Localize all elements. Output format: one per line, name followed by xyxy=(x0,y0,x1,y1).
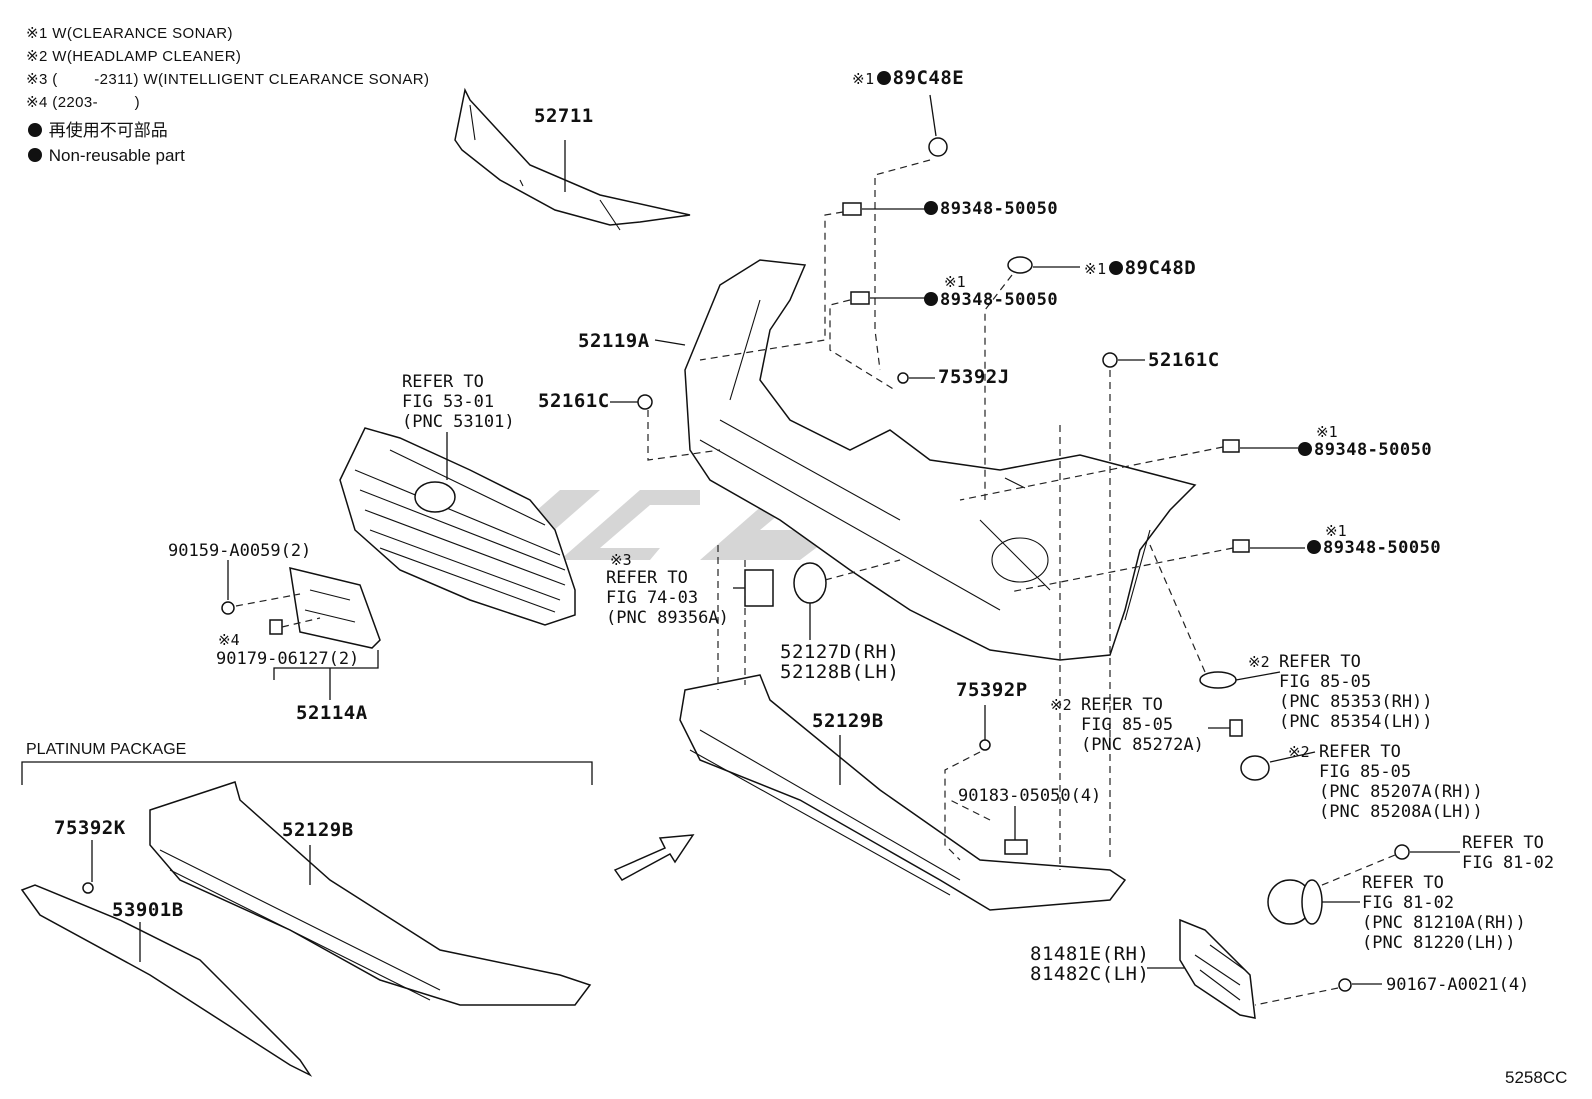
figure-code: 5258CC xyxy=(1505,1068,1568,1087)
label-52129b-main[interactable]: 52129B xyxy=(812,710,884,732)
label-refer-85-05-a[interactable]: REFER TO FIG 85-05 (PNC 85353(RH)) (PNC … xyxy=(1279,652,1433,732)
mark-refer-85-05-a: ※2 xyxy=(1248,653,1270,671)
note-2-text: W(HEADLAMP CLEANER) xyxy=(52,48,242,65)
part-grille xyxy=(339,427,576,626)
label-81481e-81482c[interactable]: 81481E(RH) 81482C(LH) xyxy=(1030,943,1150,985)
mark-89348-50050-c: ※1 xyxy=(1316,423,1338,441)
label-refer-85-05-c[interactable]: REFER TO FIG 85-05 (PNC 85207A(RH)) (PNC… xyxy=(1319,742,1483,822)
label-52119a[interactable]: 52119A xyxy=(578,330,650,352)
note-1-text: W(CLEARANCE SONAR) xyxy=(52,25,233,42)
legend-text-ja: 再使用不可部品 xyxy=(48,121,168,140)
part-52119a-bumper-cover xyxy=(654,259,1197,661)
note-2: ※2 W(HEADLAMP CLEANER) xyxy=(26,45,429,68)
label-53901b[interactable]: 53901B xyxy=(112,899,184,921)
label-refer-81-02-a[interactable]: REFER TO FIG 81-02 xyxy=(1462,833,1555,873)
label-75392p[interactable]: 75392P xyxy=(956,679,1028,701)
note-4-text: (2203- ) xyxy=(52,94,140,111)
mark-refer-85-05-c: ※2 xyxy=(1288,743,1310,761)
legend-text-en: Non-reusable part xyxy=(48,146,185,165)
section-label-platinum: PLATINUM PACKAGE xyxy=(26,741,187,758)
legend-item-ja: 再使用不可部品 xyxy=(26,121,168,141)
label-refer-85-05-b[interactable]: REFER TO FIG 85-05 (PNC 85272A) xyxy=(1081,695,1204,755)
label-89348-50050-d[interactable]: 89348-50050 xyxy=(1305,538,1441,558)
label-90159-a0059[interactable]: 90159-A0059(2) xyxy=(168,541,312,561)
clips-and-connectors xyxy=(610,94,1460,1019)
note-1: ※1 W(CLEARANCE SONAR) xyxy=(26,22,429,45)
non-reusable-dot-icon xyxy=(28,148,42,162)
label-refer-74-03[interactable]: REFER TO FIG 74-03 (PNC 89356A) xyxy=(606,568,729,628)
note-3-mark: ※3 xyxy=(26,71,48,88)
part-52129b-platinum-spoiler xyxy=(149,781,592,1006)
mark-90179: ※4 xyxy=(218,631,240,649)
direction-arrow xyxy=(613,834,695,881)
notes-block: ※1 W(CLEARANCE SONAR) ※2 W(HEADLAMP CLEA… xyxy=(26,22,429,114)
label-89348-50050-b[interactable]: 89348-50050 xyxy=(922,290,1058,310)
note-3: ※3 ( -2311) W(INTELLIGENT CLEARANCE SONA… xyxy=(26,68,429,91)
part-52129b-lower-spoiler xyxy=(679,674,1127,911)
label-90167-a0021[interactable]: 90167-A0021(4) xyxy=(1386,975,1530,995)
note-4-mark: ※4 xyxy=(26,94,48,111)
mark-refer-85-05-b: ※2 xyxy=(1050,696,1072,714)
mark-89348-50050-d: ※1 xyxy=(1325,522,1347,540)
part-52114a-license-bracket xyxy=(221,560,381,700)
label-52127d-52128b[interactable]: 52127D(RH) 52128B(LH) xyxy=(780,641,900,683)
label-refer-81-02-b[interactable]: REFER TO FIG 81-02 (PNC 81210A(RH)) (PNC… xyxy=(1362,873,1526,953)
label-90179-06127[interactable]: 90179-06127(2) xyxy=(216,649,360,669)
note-2-mark: ※2 xyxy=(26,48,48,65)
note-3-text: ( -2311) W(INTELLIGENT CLEARANCE SONAR) xyxy=(52,71,430,88)
label-52711[interactable]: 52711 xyxy=(534,105,594,127)
label-75392j[interactable]: 75392J xyxy=(938,366,1010,388)
legend-item-en: Non-reusable part xyxy=(26,146,185,166)
mark-refer-74-03: ※3 xyxy=(610,551,632,569)
label-89348-50050-c[interactable]: 89348-50050 xyxy=(1296,440,1432,460)
label-52114a[interactable]: 52114A xyxy=(296,702,368,724)
label-52161c-left[interactable]: 52161C xyxy=(538,390,610,412)
label-52129b-platinum[interactable]: 52129B xyxy=(282,819,354,841)
label-89348-50050-a[interactable]: 89348-50050 xyxy=(922,199,1058,219)
part-52711-upper-strip xyxy=(454,87,691,231)
platinum-package-frame xyxy=(21,761,593,785)
label-75392k[interactable]: 75392K xyxy=(54,817,126,839)
note-1-mark: ※1 xyxy=(26,25,48,42)
label-90183-05050[interactable]: 90183-05050(4) xyxy=(958,786,1102,806)
label-refer-53-01[interactable]: REFER TO FIG 53-01 (PNC 53101) xyxy=(402,372,515,432)
label-52161c-right[interactable]: 52161C xyxy=(1148,349,1220,371)
non-reusable-dot-icon xyxy=(28,123,42,137)
note-4: ※4 (2203- ) xyxy=(26,91,429,114)
part-53901b-garnish xyxy=(20,840,313,1077)
mark-89348-50050-b: ※1 xyxy=(944,273,966,291)
